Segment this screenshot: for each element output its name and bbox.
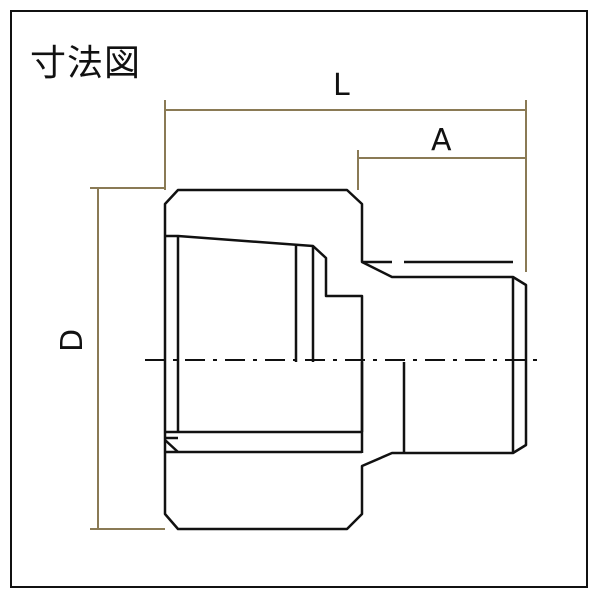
dimension-lines xyxy=(90,100,527,530)
drawing-frame xyxy=(10,10,588,588)
female-bore xyxy=(165,234,364,432)
dimension-label-l: L xyxy=(333,68,350,103)
dimension-label-d: D xyxy=(55,329,90,352)
hex-notch-left-top xyxy=(164,439,179,453)
fitting-outline xyxy=(163,188,528,531)
drawing-title: 寸法図 xyxy=(30,43,142,84)
dimension-label-a: A xyxy=(431,123,452,158)
